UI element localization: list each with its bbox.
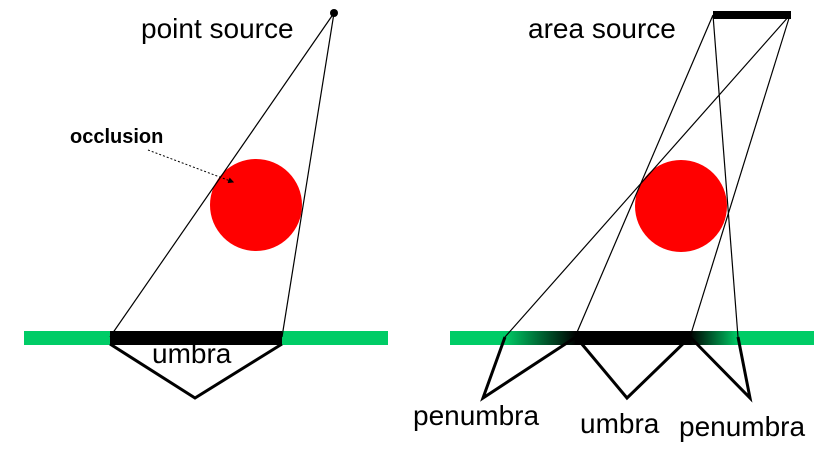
- right-penumbra-right-bracket: [688, 335, 753, 403]
- right-panel: area source penumbra umbra penumbra: [413, 11, 814, 442]
- right-penumbra-right-shadow: [690, 331, 738, 345]
- right-ray-3: [689, 14, 791, 338]
- occlusion-pointer-arrow: [147, 149, 235, 184]
- right-umbra-shadow: [575, 331, 691, 345]
- point-source-label: point source: [141, 13, 294, 44]
- left-umbra-bracket: [109, 342, 283, 400]
- occlusion-label: occlusion: [70, 126, 163, 148]
- right-umbra-label: umbra: [580, 408, 660, 439]
- right-penumbra-left-bracket: [480, 335, 577, 402]
- right-penumbra-left-label: penumbra: [413, 400, 540, 431]
- left-umbra-shadow: [110, 331, 282, 345]
- left-panel: point source occlusion umbra: [24, 9, 388, 400]
- right-umbra-bracket: [574, 335, 692, 401]
- right-ray-4: [712, 14, 739, 338]
- left-umbra-label: umbra: [152, 338, 232, 369]
- area-source-label: area source: [528, 13, 676, 44]
- left-ray-2: [281, 12, 335, 338]
- right-occluder-sphere: [635, 160, 727, 252]
- right-penumbra-right-label: penumbra: [679, 411, 806, 442]
- area-source-bar: [713, 11, 791, 19]
- left-ray-1: [109, 12, 335, 338]
- right-ray-2: [574, 14, 714, 338]
- right-ray-1: [504, 14, 791, 338]
- right-penumbra-left-shadow: [505, 331, 576, 345]
- point-source-dot: [330, 9, 338, 17]
